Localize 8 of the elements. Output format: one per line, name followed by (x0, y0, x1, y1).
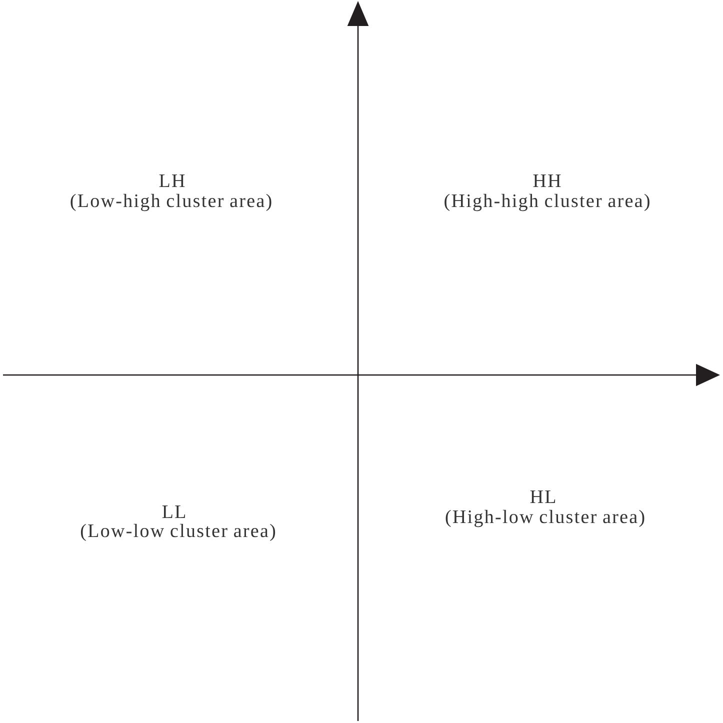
quadrant-description: (Low-low cluster area) (80, 524, 276, 542)
quadrant-description: (High-low cluster area) (446, 510, 644, 528)
quadrant-description: (Low-high cluster area) (70, 194, 272, 212)
quadrant-label: LH (159, 174, 185, 187)
quadrant-label: LL (162, 506, 186, 518)
quadrant-label: HH (533, 174, 561, 187)
quadrant-label: HL (530, 490, 556, 503)
quadrant-description: (High-high cluster area) (444, 194, 650, 212)
